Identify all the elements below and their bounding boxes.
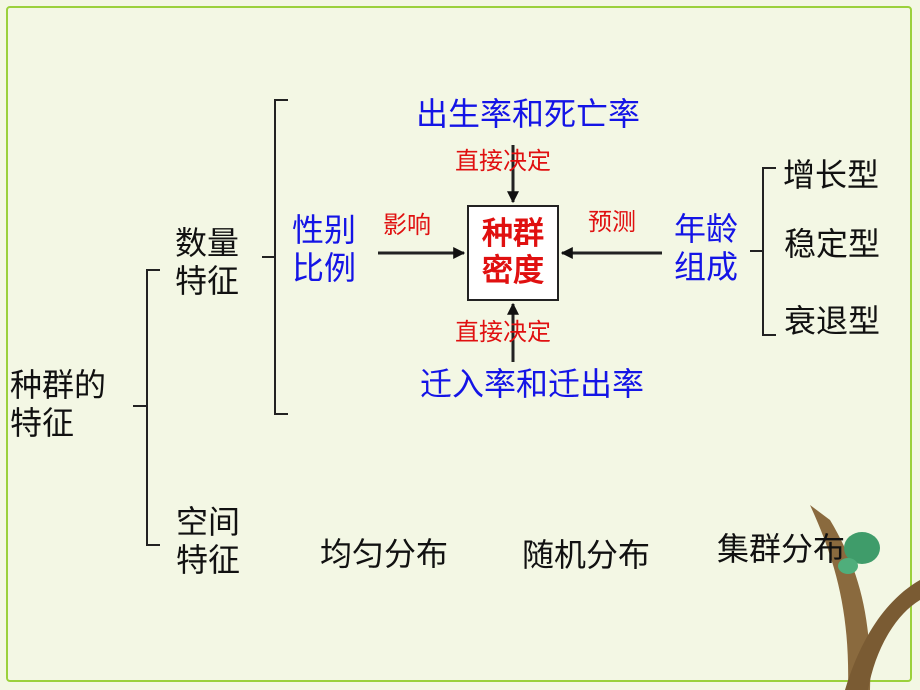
population-density-line1: 种群 — [482, 216, 544, 253]
root-label: 种群的 特征 — [10, 366, 106, 443]
age-structure-line2: 组成 — [674, 248, 739, 287]
relation-left: 影响 — [383, 211, 431, 239]
root-bracket — [133, 269, 160, 546]
relation-top: 直接决定 — [455, 147, 551, 175]
population-density-line2: 密度 — [482, 253, 544, 289]
tree-branch-decoration — [810, 505, 920, 690]
relation-bottom: 直接决定 — [455, 318, 551, 346]
pattern-random: 随机分布 — [522, 536, 651, 574]
spatial-feature-line1: 空间 — [176, 503, 241, 541]
quantity-feature-line2: 特征 — [175, 262, 240, 301]
age-type-declining: 衰退型 — [784, 302, 881, 340]
age-type-stable: 稳定型 — [784, 225, 881, 263]
sex-ratio-label: 性别 比例 — [292, 211, 356, 288]
population-density-box: 种群 密度 — [467, 205, 559, 301]
migration-rate-label: 迁入率和迁出率 — [420, 365, 645, 403]
pattern-uniform: 均匀分布 — [320, 535, 449, 573]
spatial-feature-line2: 特征 — [176, 541, 241, 580]
root-label-line2: 特征 — [10, 404, 75, 443]
age-structure-label: 年龄 组成 — [674, 210, 738, 287]
sex-ratio-line2: 比例 — [292, 249, 357, 288]
sex-ratio-line1: 性别 — [292, 211, 357, 249]
age-type-growing: 增长型 — [783, 156, 880, 194]
birth-death-rate-label: 出生率和死亡率 — [416, 95, 641, 133]
quantity-feature-label: 数量 特征 — [175, 224, 239, 301]
root-label-line1: 种群的 — [10, 366, 107, 404]
slide-frame — [6, 6, 912, 682]
age-bracket — [750, 167, 776, 336]
relation-right: 预测 — [588, 208, 636, 236]
pattern-clumped: 集群分布 — [717, 530, 846, 568]
spatial-feature-label: 空间 特征 — [176, 503, 240, 580]
quantity-bracket — [262, 99, 288, 415]
quantity-feature-line1: 数量 — [175, 224, 240, 262]
age-structure-line1: 年龄 — [674, 210, 739, 248]
